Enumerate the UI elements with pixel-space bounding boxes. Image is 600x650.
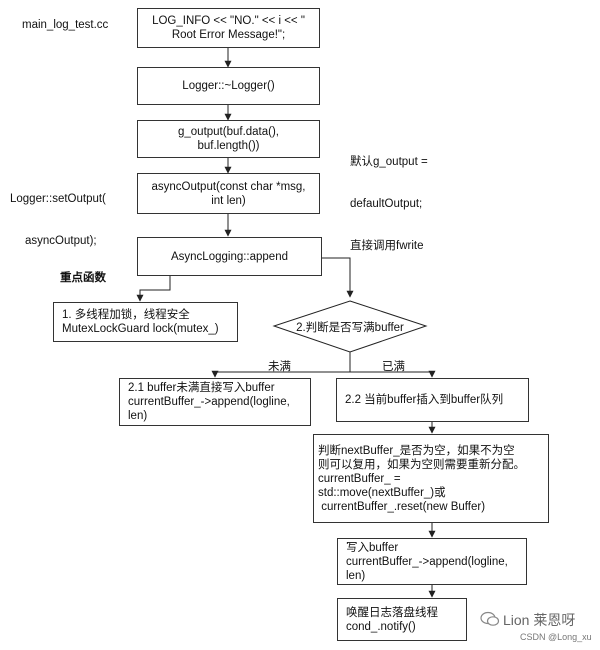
notify-thread-node: 唤醒日志落盘线程 cond_.notify() — [337, 598, 467, 641]
node-text-line: cond_.notify() — [346, 620, 416, 633]
node-text-line: 2.1 buffer未满直接写入buffer — [128, 382, 275, 394]
node-text-line: currentBuffer_->append(logline, — [346, 555, 508, 568]
logger-destructor-node: Logger::~Logger() — [137, 67, 320, 105]
node-text-line: currentBuffer_->append(logline, — [128, 396, 290, 408]
node-text-line: Logger::~Logger() — [182, 80, 275, 92]
node-text-line: 1. 多线程加锁，线程安全 — [62, 309, 190, 321]
node-text-line: 唤醒日志落盘线程 — [346, 606, 438, 619]
default-output-note: 默认g_output = defaultOutput; 直接调用fwrite — [350, 127, 428, 267]
watermark-name: Lion 莱恩呀 — [503, 612, 576, 628]
arrow-decision-to-full — [350, 370, 436, 378]
async-logging-append-node: AsyncLogging::append — [137, 237, 322, 276]
node-text-line: g_output(buf.data(), — [177, 126, 279, 138]
default-output-note-line: 默认g_output = — [350, 156, 428, 168]
next-buffer-reuse-node: 判断nextBuffer_是否为空，如果不为空 则可以复用，如果为空则需要重新分… — [313, 434, 549, 523]
node-text-line: 写入buffer — [346, 541, 399, 554]
file-label: main_log_test.cc — [22, 19, 109, 31]
default-output-note-line: 直接调用fwrite — [350, 240, 424, 252]
arrow-append-to-decision — [322, 257, 354, 298]
key-function-label: 重点函数 — [60, 272, 106, 284]
node-text-line: asyncOutput(const char *msg, — [151, 180, 306, 193]
default-output-note-line: defaultOutput; — [350, 198, 423, 210]
full-branch-label: 已满 — [382, 361, 405, 373]
node-text-line: 则可以复用，如果为空则需要重新分配。 — [318, 458, 525, 471]
node-text-line: buf.length()) — [197, 140, 260, 152]
full-push-queue-node: 2.2 当前buffer插入到buffer队列 — [336, 378, 529, 422]
node-text-line: int len) — [211, 194, 246, 207]
setoutput-note-line: asyncOutput); — [25, 235, 97, 247]
node-text-line: AsyncLogging::append — [170, 250, 288, 263]
not-full-write-node: 2.1 buffer未满直接写入buffer currentBuffer_->a… — [119, 378, 311, 426]
setoutput-note-line: Logger::setOutput( — [10, 193, 106, 205]
node-text-line: LOG_INFO << "NO." << i << " — [152, 15, 305, 27]
async-output-node: asyncOutput(const char *msg, int len) — [137, 173, 320, 214]
write-buffer-node: 写入buffer currentBuffer_->append(logline,… — [337, 538, 527, 585]
mutex-lock-node: 1. 多线程加锁，线程安全 MutexLockGuard lock(mutex_… — [53, 302, 238, 342]
log-info-node: LOG_INFO << "NO." << i << " Root Error M… — [137, 8, 320, 48]
node-text-line: std::move(nextBuffer_)或 — [318, 486, 446, 499]
node-text-line: len) — [346, 569, 366, 582]
node-text-line: len) — [128, 410, 148, 422]
node-text-line: currentBuffer_ = — [318, 472, 401, 485]
arrow-decision-to-notfull — [211, 352, 351, 378]
wechat-logo-icon — [480, 611, 500, 627]
node-text-line: 2.2 当前buffer插入到buffer队列 — [345, 394, 504, 406]
decision-label: 2.判断是否写满buffer — [296, 322, 404, 334]
node-text-line: MutexLockGuard lock(mutex_) — [62, 323, 219, 335]
g-output-node: g_output(buf.data(), buf.length()) — [137, 120, 320, 158]
not-full-branch-label: 未满 — [268, 361, 291, 373]
setoutput-note: Logger::setOutput( asyncOutput); — [10, 164, 106, 262]
node-text-line: currentBuffer_.reset(new Buffer) — [318, 500, 486, 513]
node-text-line: Root Error Message!"; — [171, 29, 286, 41]
node-text-line: 判断nextBuffer_是否为空，如果不为空 — [318, 444, 515, 457]
watermark-csdn: CSDN @Long_xu — [520, 632, 592, 642]
arrow-append-to-lock — [136, 276, 171, 302]
